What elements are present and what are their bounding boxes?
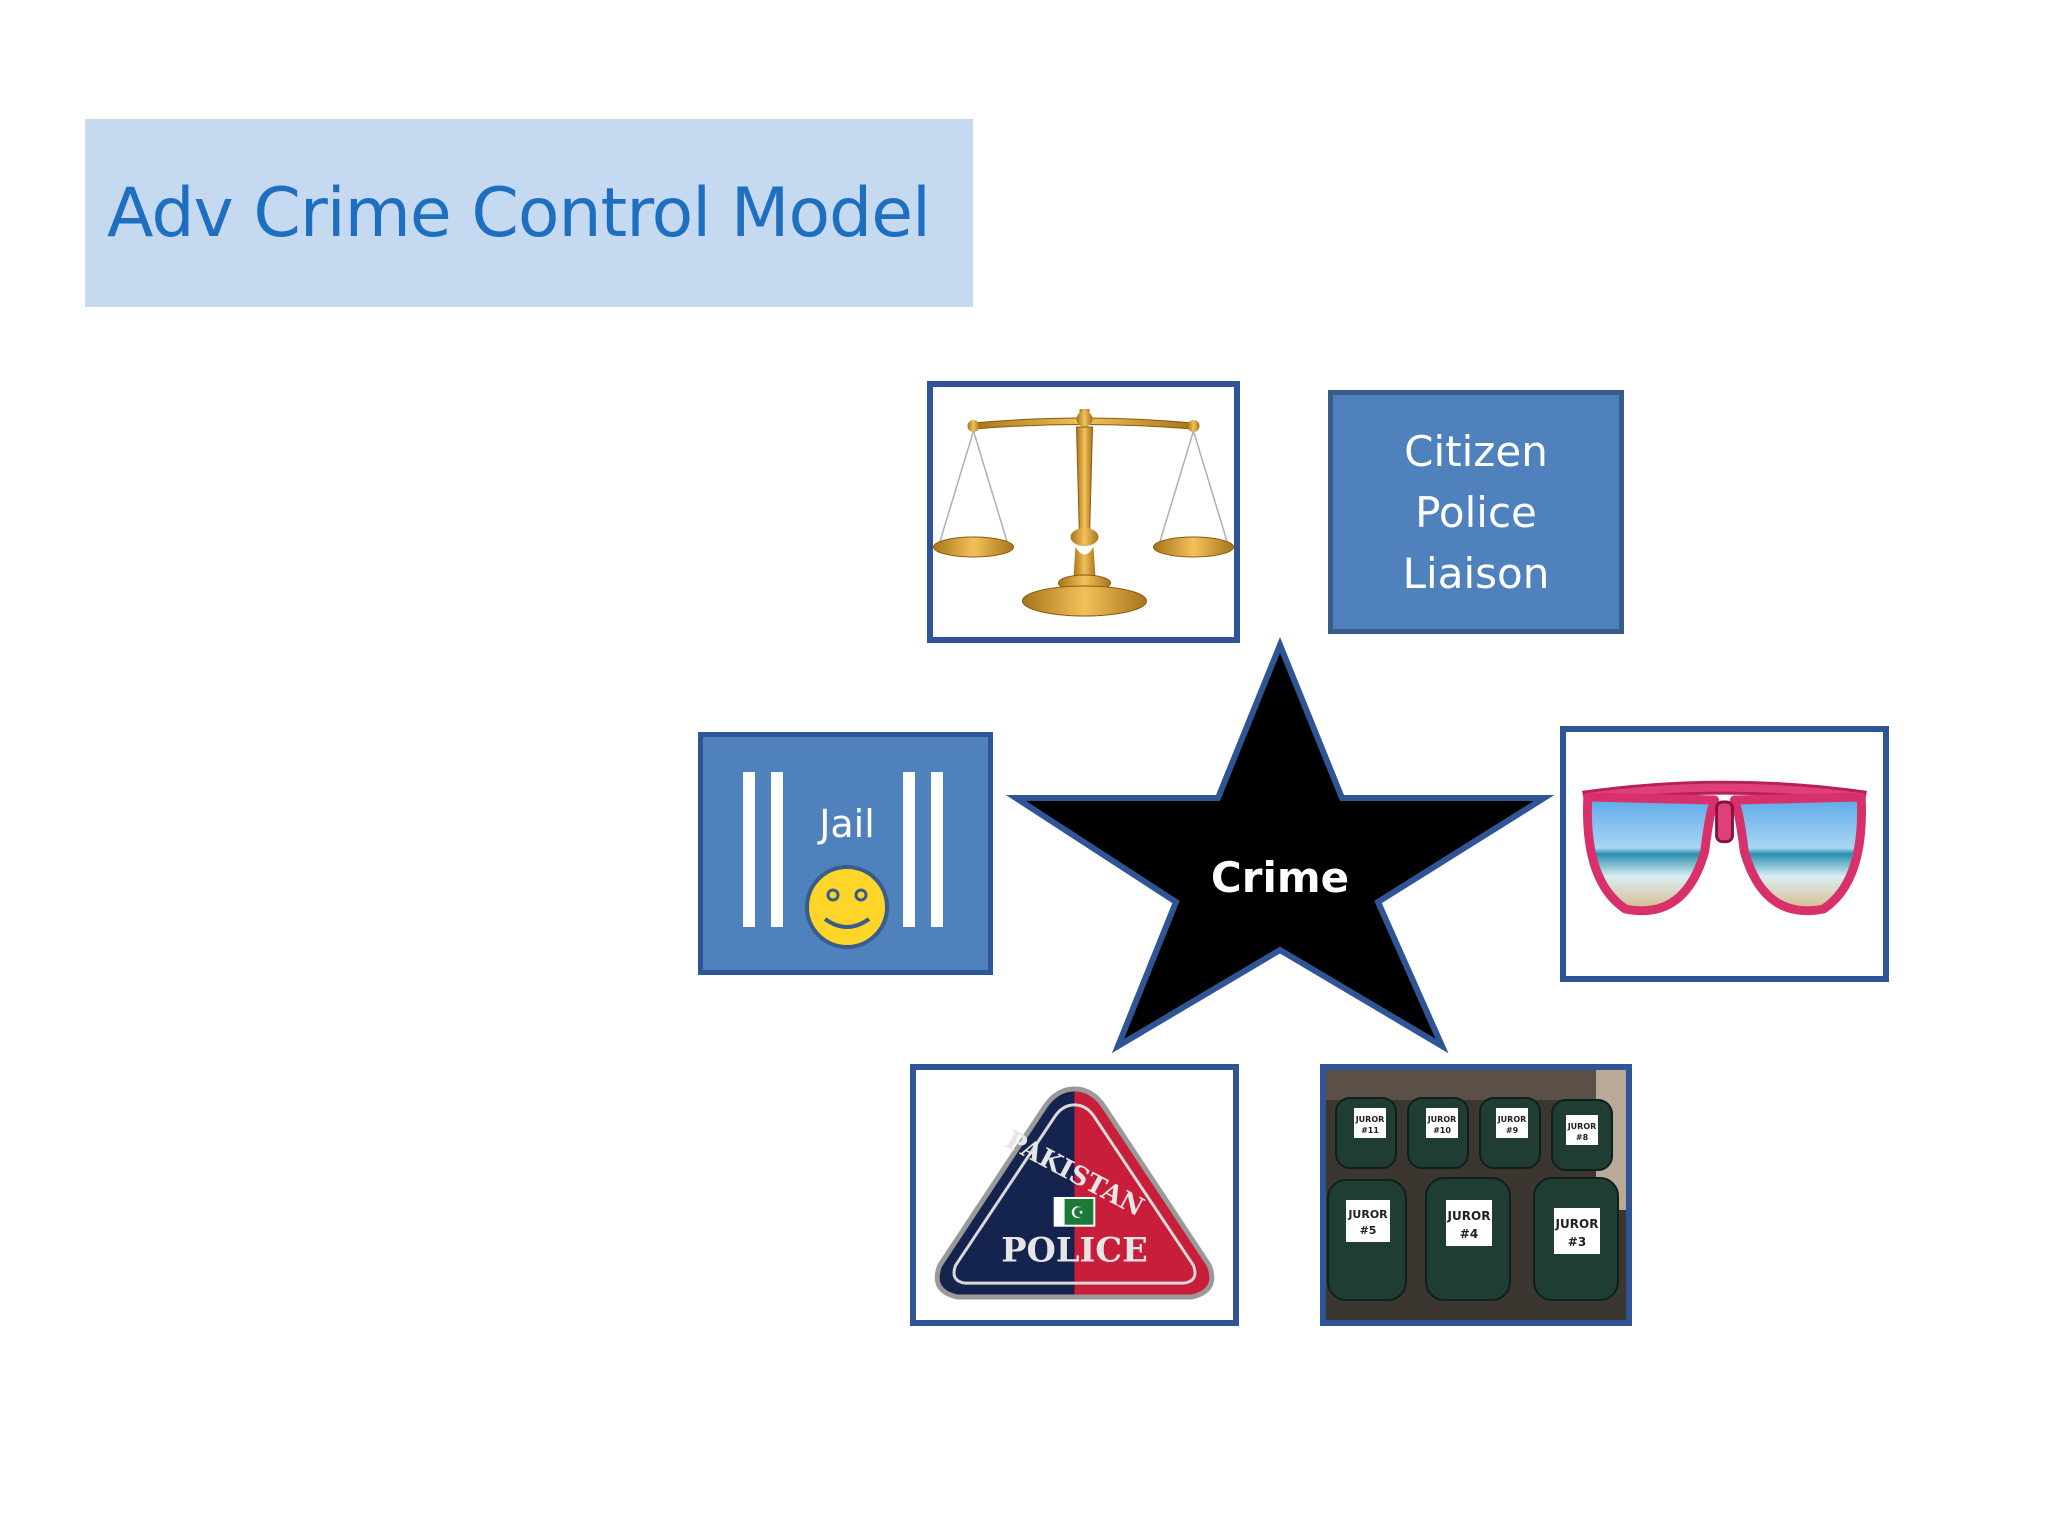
police-badge-frame: ☪ PAKISTAN POLICE [910, 1064, 1239, 1326]
sunglasses-icon [1582, 780, 1867, 916]
center-label: Crime [1211, 853, 1349, 902]
citizen-police-liaison-box: Citizen Police Liaison [1328, 390, 1624, 634]
juror-4-label: JUROR [1447, 1209, 1491, 1223]
juror-5-label: JUROR [1347, 1208, 1388, 1221]
jail-label: Jail [817, 802, 875, 846]
svg-text:☪: ☪ [1070, 1203, 1084, 1222]
jury-chairs-frame: JUROR #11 JUROR #10 JUROR #9 JUROR #8 JU… [1320, 1064, 1632, 1326]
juror-4-number: #4 [1460, 1227, 1478, 1241]
sunglasses-frame [1560, 726, 1889, 982]
justice-scales-frame [927, 381, 1240, 643]
badge-bottom-text: POLICE [1001, 1229, 1148, 1269]
liaison-line-1: Citizen [1404, 426, 1548, 476]
juror-11-label: JUROR [1355, 1115, 1385, 1124]
juror-9-label: JUROR [1497, 1115, 1527, 1124]
juror-10-number: #10 [1433, 1126, 1451, 1135]
star-shape [1005, 637, 1555, 1054]
juror-11-number: #11 [1361, 1126, 1379, 1135]
title-banner: Adv Crime Control Model [85, 119, 973, 307]
juror-9-number: #9 [1506, 1126, 1519, 1135]
page-title: Adv Crime Control Model [107, 173, 931, 253]
juror-8-number: #8 [1576, 1133, 1589, 1142]
police-badge-icon: ☪ PAKISTAN POLICE [934, 1086, 1215, 1300]
jail-bars-icon: Jail [743, 772, 943, 949]
liaison-line-2: Police [1415, 487, 1537, 537]
juror-10-label: JUROR [1427, 1115, 1457, 1124]
liaison-line-3: Liaison [1402, 548, 1550, 598]
scales-of-justice-icon [933, 409, 1234, 617]
juror-3-label: JUROR [1555, 1217, 1599, 1231]
juror-5-number: #5 [1360, 1224, 1377, 1237]
juror-8-label: JUROR [1567, 1122, 1597, 1131]
juror-3-number: #3 [1568, 1235, 1586, 1249]
jail-box: Jail [698, 732, 993, 975]
jury-chairs-icon: JUROR #11 JUROR #10 JUROR #9 JUROR #8 JU… [1326, 1070, 1626, 1320]
smiley-face-icon [805, 865, 889, 949]
